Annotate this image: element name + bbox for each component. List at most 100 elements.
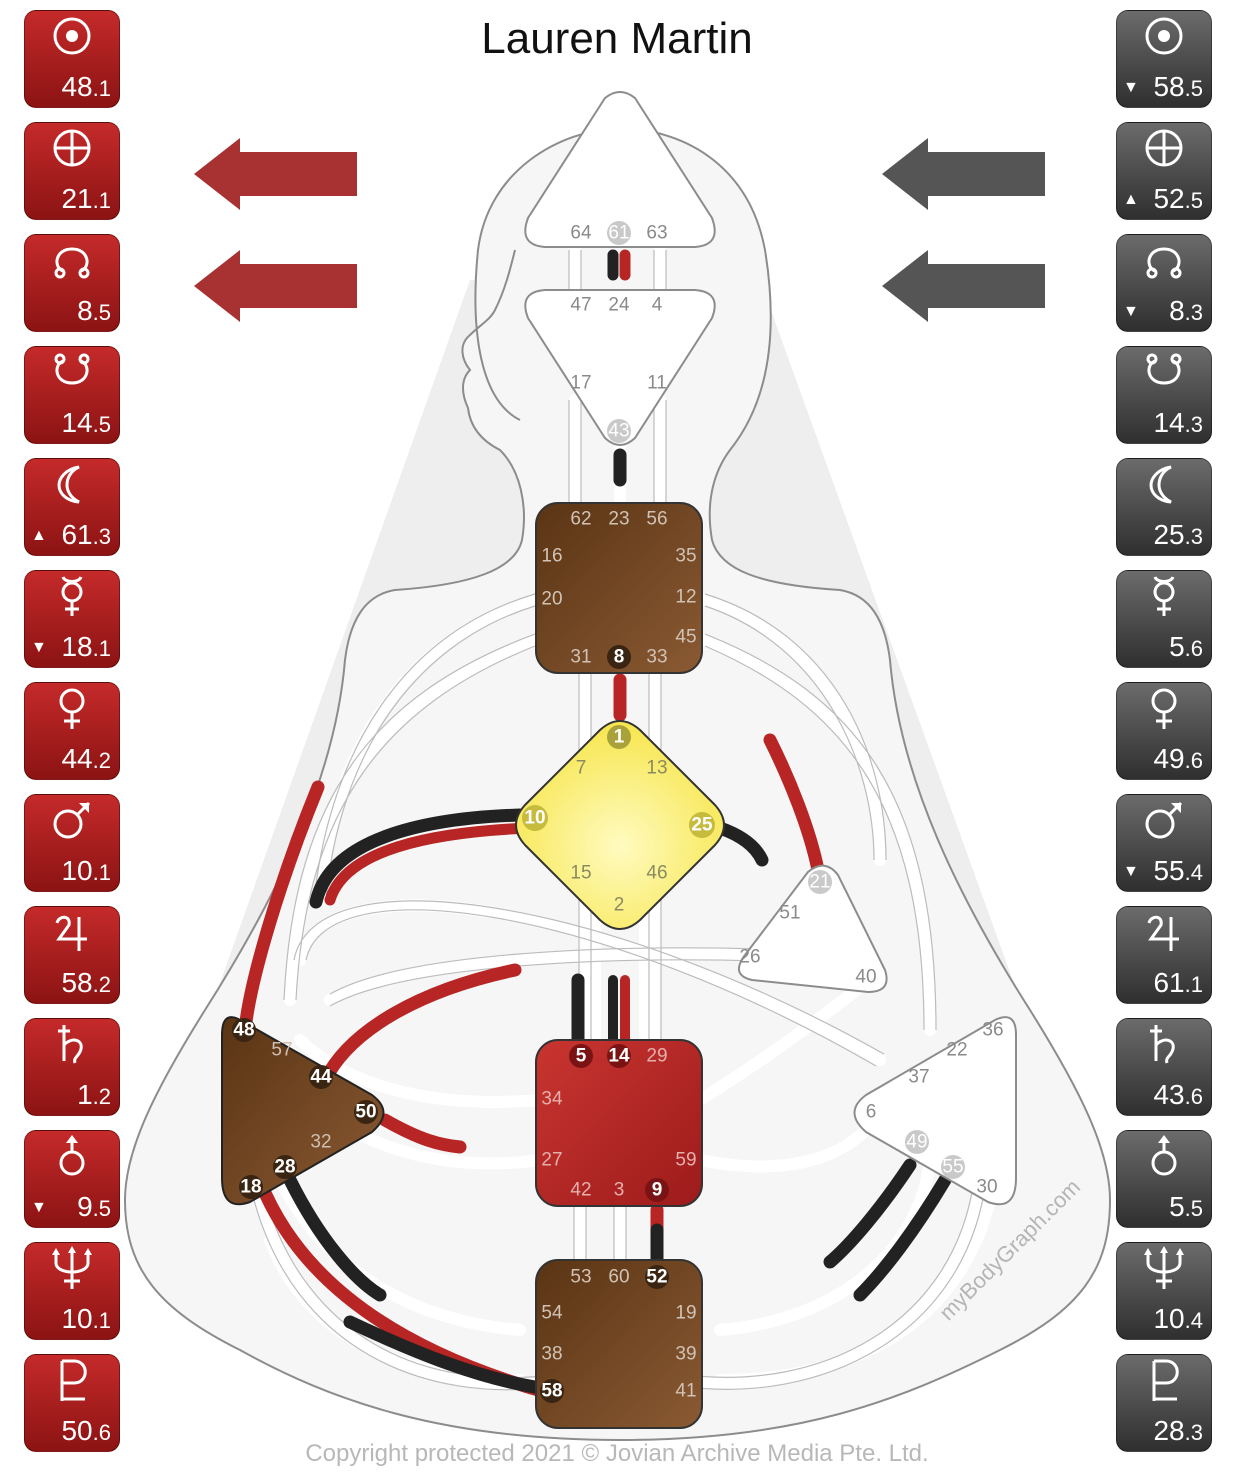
gate-line-value: 1.2 bbox=[77, 1079, 111, 1111]
gate-number: 1 bbox=[77, 1079, 93, 1110]
gate-23: 23 bbox=[608, 509, 629, 530]
gate-line-value: 58.5 bbox=[1153, 71, 1203, 103]
design-planet-tile[interactable]: 48.1 bbox=[24, 10, 120, 108]
gate-18: 18 bbox=[240, 1177, 261, 1198]
personality-planet-tile[interactable]: ▼55.4 bbox=[1116, 794, 1212, 892]
gate-5-active-marker bbox=[569, 1044, 593, 1068]
personality-planet-tile[interactable]: 25.3 bbox=[1116, 458, 1212, 556]
personality-planet-tile[interactable]: ▲52.5 bbox=[1116, 122, 1212, 220]
gate-number: 5 bbox=[1169, 631, 1185, 662]
design-planet-tile[interactable]: ▼9.5 bbox=[24, 1130, 120, 1228]
personality-planet-tile[interactable]: 28.3 bbox=[1116, 1354, 1212, 1452]
gate-1: 1 bbox=[614, 727, 625, 748]
personality-planet-tile[interactable]: ▼ 58.5 bbox=[1116, 10, 1212, 108]
sun-icon bbox=[25, 13, 119, 65]
design-planet-tile[interactable]: 8.5 bbox=[24, 234, 120, 332]
design-planet-tile[interactable]: 1.2 bbox=[24, 1018, 120, 1116]
personality-arrow-top bbox=[882, 138, 1045, 210]
design-arrows bbox=[194, 138, 357, 322]
gate-14: 14 bbox=[608, 1046, 630, 1067]
mercury-icon bbox=[1117, 573, 1211, 625]
gate-20: 20 bbox=[541, 589, 562, 610]
gate-11: 11 bbox=[647, 373, 667, 394]
gate-22: 22 bbox=[946, 1040, 967, 1061]
design-planet-tile[interactable]: 10.1 bbox=[24, 1242, 120, 1340]
gate-line-value: 25.3 bbox=[1153, 519, 1203, 551]
gate-number: 52 bbox=[1153, 183, 1185, 214]
venus-icon bbox=[25, 685, 119, 737]
gate-line-value: 55.4 bbox=[1153, 855, 1203, 887]
gate-50-active-marker bbox=[354, 1100, 378, 1124]
gate-9-active-marker bbox=[645, 1178, 669, 1202]
pluto-icon bbox=[1117, 1357, 1211, 1409]
gate-28-active-marker bbox=[273, 1155, 297, 1179]
design-planet-tile[interactable]: ▲ 61.3 bbox=[24, 458, 120, 556]
gate-15: 15 bbox=[570, 863, 591, 884]
gate-38: 38 bbox=[541, 1344, 562, 1365]
line-number: .1 bbox=[92, 636, 111, 661]
gate-56: 56 bbox=[646, 509, 667, 530]
design-arrow-top bbox=[194, 138, 357, 210]
design-planet-tile[interactable]: 44.2 bbox=[24, 682, 120, 780]
gate-number: 8 bbox=[77, 295, 93, 326]
gate-42: 42 bbox=[570, 1180, 591, 1201]
design-planet-tile[interactable]: 10.1 bbox=[24, 794, 120, 892]
direction-arrow: ▼ bbox=[1123, 303, 1139, 320]
gate-25-active-marker bbox=[689, 812, 715, 838]
personality-planet-tile[interactable]: 5.6 bbox=[1116, 570, 1212, 668]
neptune-icon bbox=[25, 1245, 119, 1297]
saturn-icon bbox=[25, 1021, 119, 1073]
design-arrow-bottom bbox=[194, 250, 357, 322]
design-planet-tile[interactable]: 58.2 bbox=[24, 906, 120, 1004]
gate-57: 57 bbox=[271, 1040, 292, 1061]
solar-plexus-center: 36 22 37 6 49 55 30 bbox=[853, 1016, 1017, 1206]
personality-arrow-bottom bbox=[882, 250, 1045, 322]
line-number: .5 bbox=[92, 300, 111, 325]
design-planet-tile[interactable]: 50.6 bbox=[24, 1354, 120, 1452]
gate-line-value: 48.1 bbox=[61, 71, 111, 103]
gate-line-value: 10.1 bbox=[61, 855, 111, 887]
design-planet-tile[interactable]: 14.5 bbox=[24, 346, 120, 444]
gate-45: 45 bbox=[675, 627, 696, 648]
gate-40: 40 bbox=[855, 967, 876, 988]
personality-planet-tile[interactable]: 14.3 bbox=[1116, 346, 1212, 444]
gate-line-value: 61.3 bbox=[61, 519, 111, 551]
gate-53: 53 bbox=[570, 1267, 591, 1288]
gate-31: 31 bbox=[570, 647, 591, 668]
line-number: .4 bbox=[1184, 1308, 1203, 1333]
design-planet-tile[interactable]: ▼18.1 bbox=[24, 570, 120, 668]
line-number: .5 bbox=[92, 1196, 111, 1221]
mercury-icon bbox=[25, 573, 119, 625]
gate-number: 18 bbox=[61, 631, 93, 662]
gate-line-value: 44.2 bbox=[61, 743, 111, 775]
gate-34: 34 bbox=[541, 1089, 563, 1110]
gate-line-value: 61.1 bbox=[1153, 967, 1203, 999]
south-node-icon bbox=[25, 349, 119, 401]
line-number: .6 bbox=[1184, 1084, 1203, 1109]
direction-arrow: ▲ bbox=[31, 527, 47, 544]
north-node-icon bbox=[1117, 237, 1211, 289]
gate-27: 27 bbox=[541, 1150, 562, 1171]
personality-planet-tile[interactable]: 10.4 bbox=[1116, 1242, 1212, 1340]
personality-planet-tile[interactable]: 61.1 bbox=[1116, 906, 1212, 1004]
gate-8-active-marker bbox=[607, 645, 631, 669]
gate-line-value: 43.6 bbox=[1153, 1079, 1203, 1111]
jupiter-icon bbox=[25, 909, 119, 961]
line-number: .6 bbox=[92, 1420, 111, 1445]
gate-number: 25 bbox=[1153, 519, 1185, 550]
spleen-center: 48 57 44 50 32 28 18 bbox=[221, 1016, 385, 1206]
design-planet-tile[interactable]: 21.1 bbox=[24, 122, 120, 220]
gate-10-active-marker bbox=[522, 805, 548, 831]
earth-icon bbox=[1117, 125, 1211, 177]
personality-planet-tile[interactable]: ▼8.3 bbox=[1116, 234, 1212, 332]
gate-32: 32 bbox=[310, 1132, 331, 1153]
gate-line-value: 28.3 bbox=[1153, 1415, 1203, 1447]
direction-arrow: ▼ bbox=[1123, 79, 1139, 96]
personality-planet-tile[interactable]: 43.6 bbox=[1116, 1018, 1212, 1116]
south-node-icon bbox=[1117, 349, 1211, 401]
personality-planet-tile[interactable]: 49.6 bbox=[1116, 682, 1212, 780]
gate-4: 4 bbox=[652, 295, 663, 316]
throat-center: 62 23 56 16 35 20 12 45 31 8 33 bbox=[535, 502, 703, 674]
personality-planet-tile[interactable]: 5.5 bbox=[1116, 1130, 1212, 1228]
gate-line-value: 21.1 bbox=[61, 183, 111, 215]
